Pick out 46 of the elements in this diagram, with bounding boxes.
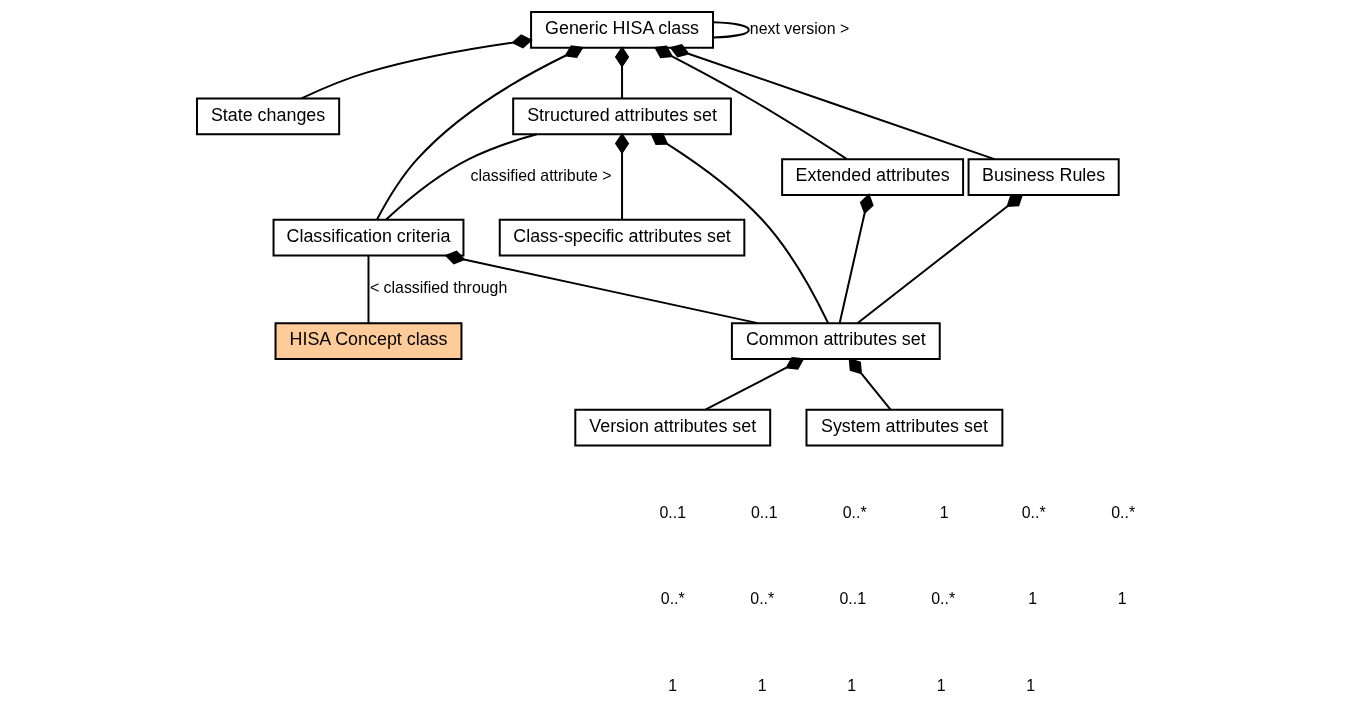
node-box: Extended attributes bbox=[781, 158, 965, 196]
label: 1 bbox=[757, 676, 767, 694]
node-box: Business Rules bbox=[967, 158, 1120, 196]
label: 1 bbox=[1028, 590, 1038, 608]
connector bbox=[614, 132, 630, 221]
label: 0..* bbox=[931, 590, 956, 608]
connector bbox=[654, 45, 848, 160]
connector bbox=[856, 193, 1024, 325]
edge-label: < classified through bbox=[369, 279, 508, 297]
connector bbox=[838, 193, 874, 324]
label: 0..* bbox=[1021, 503, 1046, 521]
edge-label: classified attribute > bbox=[470, 166, 612, 184]
node-box: Common attributes set bbox=[730, 322, 941, 360]
connector bbox=[367, 254, 370, 325]
node-box: State changes bbox=[196, 97, 341, 136]
label: 0..1 bbox=[839, 590, 866, 608]
node-box: System attributes set bbox=[805, 408, 1004, 447]
connector bbox=[384, 133, 538, 221]
connector bbox=[614, 46, 630, 100]
connector bbox=[848, 357, 892, 411]
label: 0..1 bbox=[659, 503, 687, 521]
edge-label: next version > bbox=[749, 19, 850, 37]
node-box: Structured attributes set bbox=[512, 97, 732, 136]
label: 1 bbox=[1026, 676, 1036, 694]
label: 1 bbox=[847, 676, 857, 694]
node-box: Classification criteria bbox=[272, 218, 465, 257]
label: 0..* bbox=[750, 590, 775, 608]
connector bbox=[669, 43, 996, 161]
connector bbox=[712, 21, 750, 39]
label: 0..1 bbox=[750, 503, 778, 521]
node-box: HISA Concept class bbox=[274, 322, 463, 360]
label: 1 bbox=[668, 676, 678, 694]
label: 0..* bbox=[842, 503, 867, 521]
label: 0..* bbox=[660, 590, 685, 608]
label: 1 bbox=[1117, 590, 1127, 608]
label: 1 bbox=[936, 676, 946, 694]
node-box: Class-specific attributes set bbox=[498, 218, 746, 257]
label: 1 bbox=[939, 503, 949, 521]
connector bbox=[300, 34, 533, 100]
connector bbox=[444, 250, 759, 325]
connector bbox=[376, 45, 584, 221]
node-box: Version attributes set bbox=[574, 408, 772, 447]
connector bbox=[704, 356, 805, 411]
connector bbox=[650, 132, 830, 325]
label: 0..* bbox=[1111, 503, 1136, 521]
node-box: Generic HISA class bbox=[530, 11, 714, 49]
